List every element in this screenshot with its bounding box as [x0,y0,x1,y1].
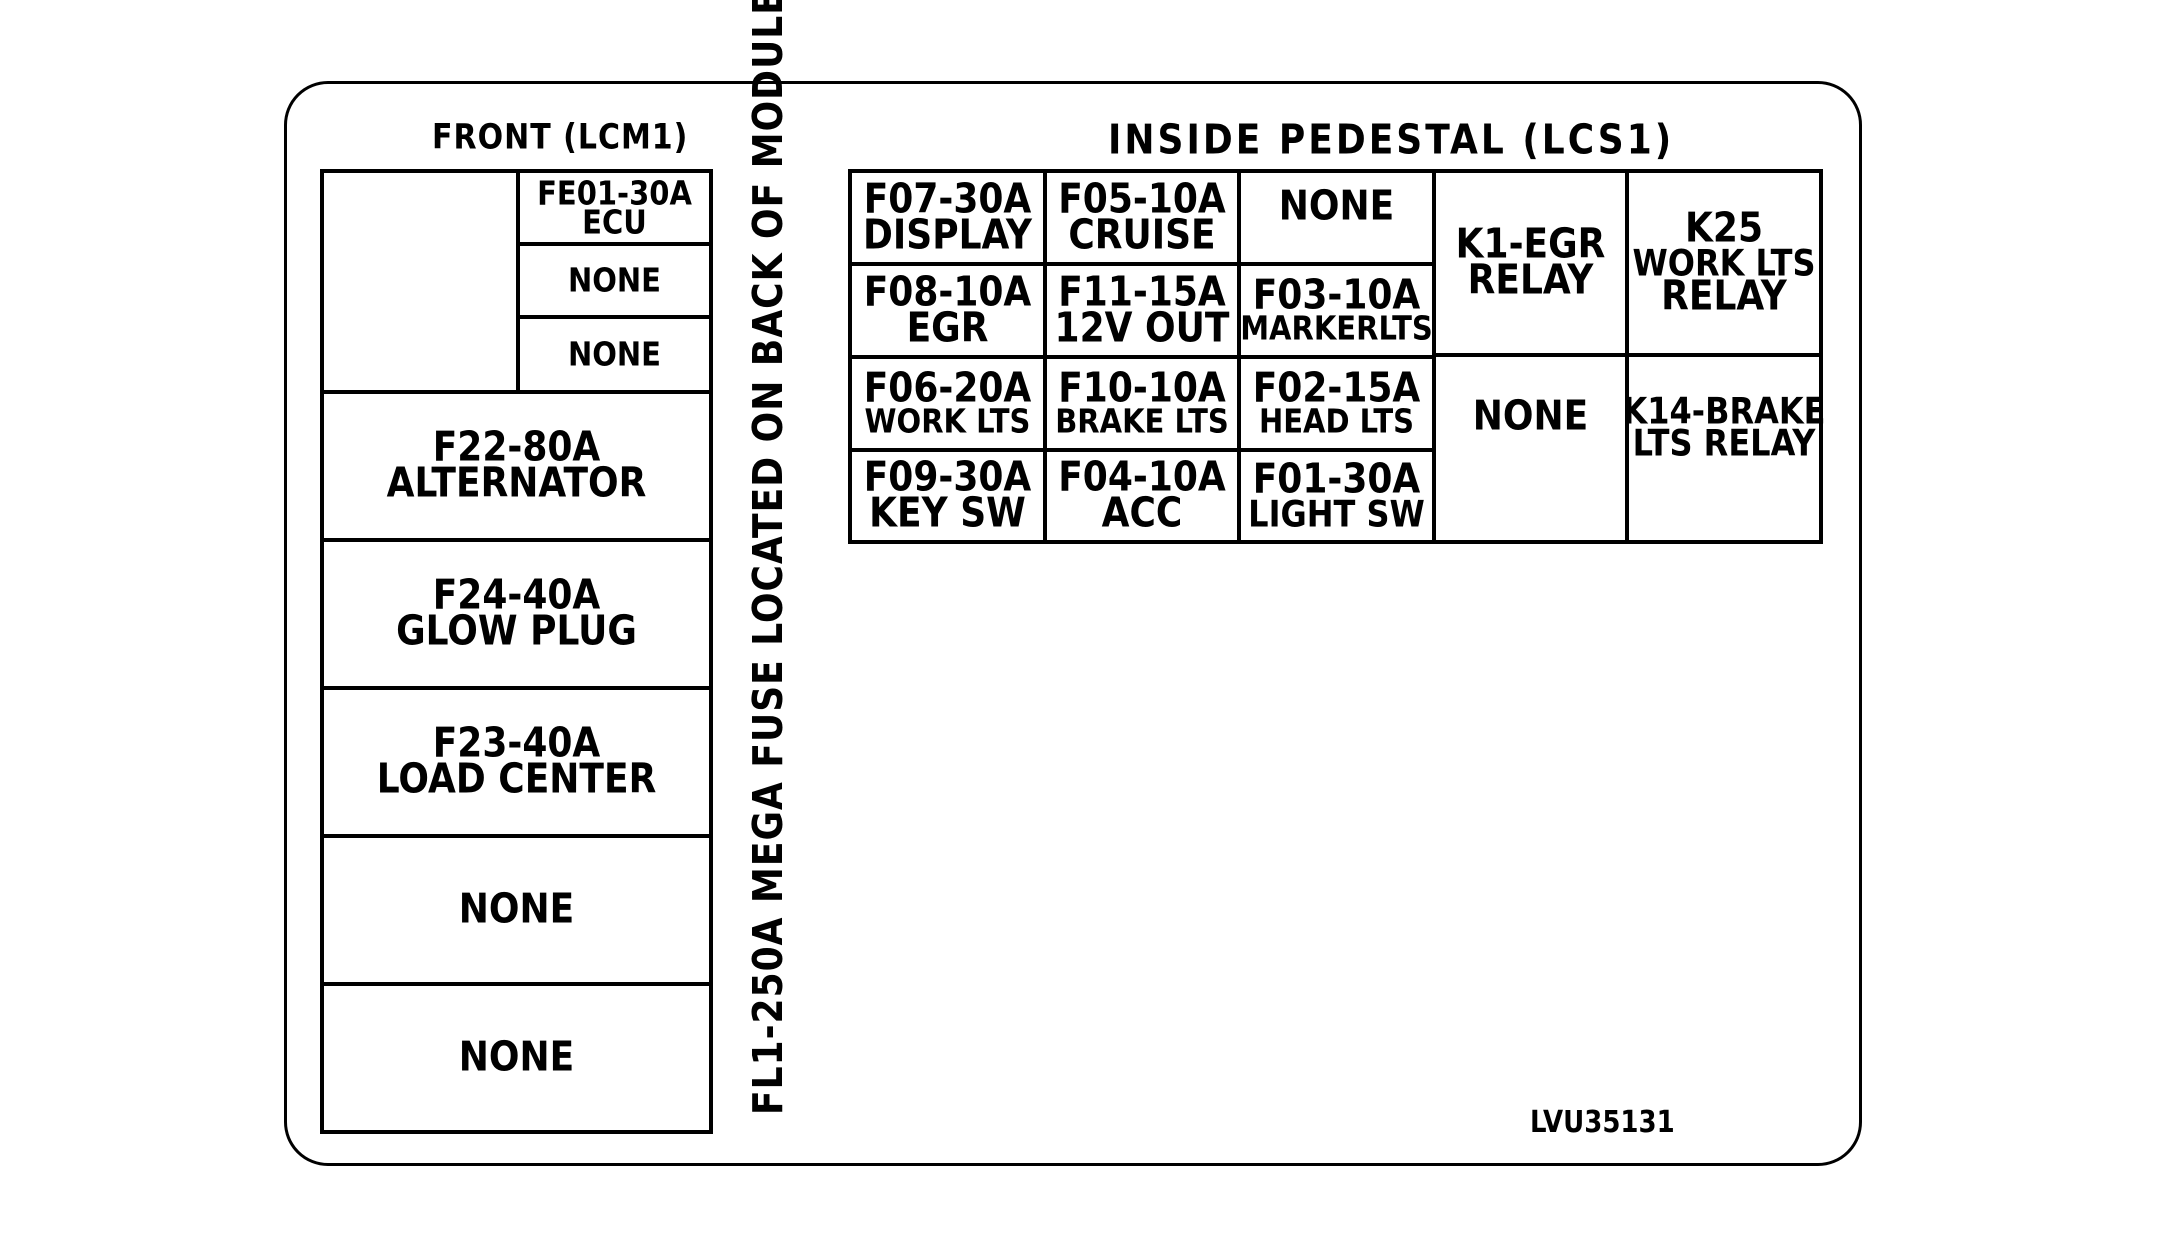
fuse-label: BRAKE LTS [1055,401,1229,441]
fuse-label: LOAD CENTER [376,755,657,803]
fuse-code: NONE [567,334,661,374]
relay-code: K14-BRAKE [1622,389,1826,433]
fuse-slot-empty: NONE [1237,169,1436,266]
relay-slot-empty: NONE [1432,353,1629,544]
fuse-label: LIGHT SW [1248,492,1425,536]
fuse-code: F06-20A [863,364,1032,412]
fuse-label: 12V OUT [1054,304,1230,352]
pedestal-title: INSIDE PEDESTAL (LCS1) [1108,116,1675,165]
mega-fuse-note: FL1-250A MEGA FUSE LOCATED ON BACK OF MO… [745,0,793,1115]
fuse-slot-empty: NONE [516,242,713,319]
fuse-code: F04-10A [1058,453,1226,501]
fuse-code: F11-15A [1058,268,1226,316]
relay-k14: K14-BRAKE LTS RELAY [1622,353,1826,544]
fuse-f24: F24-40A GLOW PLUG [320,538,713,690]
fuse-code: NONE [1278,182,1395,230]
fuse-f03: F03-10A MARKERLTS [1237,262,1436,359]
fuse-fe01: FE01-30A ECU [516,169,713,246]
fuse-code: F09-30A [863,453,1032,501]
relay-code: NONE [1472,392,1589,440]
fuse-f04: F04-10A ACC [1043,448,1241,544]
fuse-f23: F23-40A LOAD CENTER [320,686,713,838]
fuse-slot-empty: NONE [516,315,713,394]
fuse-code: F08-10A [863,268,1032,316]
fuse-decal-outline [284,81,1862,1166]
fuse-f22: F22-80A ALTERNATOR [320,390,713,542]
fuse-code: F10-10A [1058,364,1226,412]
fuse-label: KEY SW [869,489,1026,537]
fuse-code: F03-10A [1252,271,1421,319]
relay-label: LTS RELAY [1632,421,1816,465]
fuse-code: F01-30A [1252,455,1421,503]
fuse-f11: F11-15A 12V OUT [1043,262,1241,359]
fuse-f07: F07-30A DISPLAY [848,169,1047,266]
fuse-code: NONE [567,260,661,300]
fuse-f05: F05-10A CRUISE [1043,169,1241,266]
fuse-f08: F08-10A EGR [848,262,1047,359]
relay-label: WORK LTS [1632,241,1816,285]
front-title: FRONT (LCM1) [432,117,689,158]
relay-label: RELAY [1467,256,1594,304]
fuse-label: ACC [1101,489,1183,537]
fuse-label: GLOW PLUG [396,607,637,655]
relay-code: K25 [1685,204,1763,252]
fuse-code: NONE [458,885,575,933]
fuse-label: ECU [582,201,647,241]
fuse-f02: F02-15A HEAD LTS [1237,355,1436,452]
fuse-code: F24-40A [432,571,601,619]
fuse-label: ALTERNATOR [386,459,647,507]
fuse-code: F02-15A [1252,364,1421,412]
fuse-label: HEAD LTS [1258,401,1415,441]
part-number: LVU35131 [1530,1105,1675,1141]
fuse-slot-empty: NONE [320,834,713,986]
relay-k25: K25 WORK LTS RELAY [1625,169,1823,357]
fuse-f06: F06-20A WORK LTS [848,355,1047,452]
fuse-slot-empty: NONE [320,982,713,1134]
fuse-label: DISPLAY [862,211,1032,259]
relay-code: K1-EGR [1455,220,1606,268]
fuse-f10: F10-10A BRAKE LTS [1043,355,1241,452]
fuse-code: FE01-30A [537,172,692,212]
fuse-label: WORK LTS [864,401,1031,441]
fuse-f09: F09-30A KEY SW [848,448,1047,544]
fuse-code: NONE [458,1033,575,1081]
fuse-code: F05-10A [1058,175,1226,223]
fuse-label: EGR [906,304,989,352]
relay-label-2: RELAY [1661,272,1787,320]
relay-k1: K1-EGR RELAY [1432,169,1629,357]
fuse-code: F07-30A [863,175,1032,223]
fuse-code: F23-40A [432,719,601,767]
fuse-f01: F01-30A LIGHT SW [1237,448,1436,544]
fuse-label: MARKERLTS [1240,308,1433,348]
front-empty-block [320,169,520,394]
fuse-label: CRUISE [1068,211,1216,259]
fuse-code: F22-80A [432,423,601,471]
